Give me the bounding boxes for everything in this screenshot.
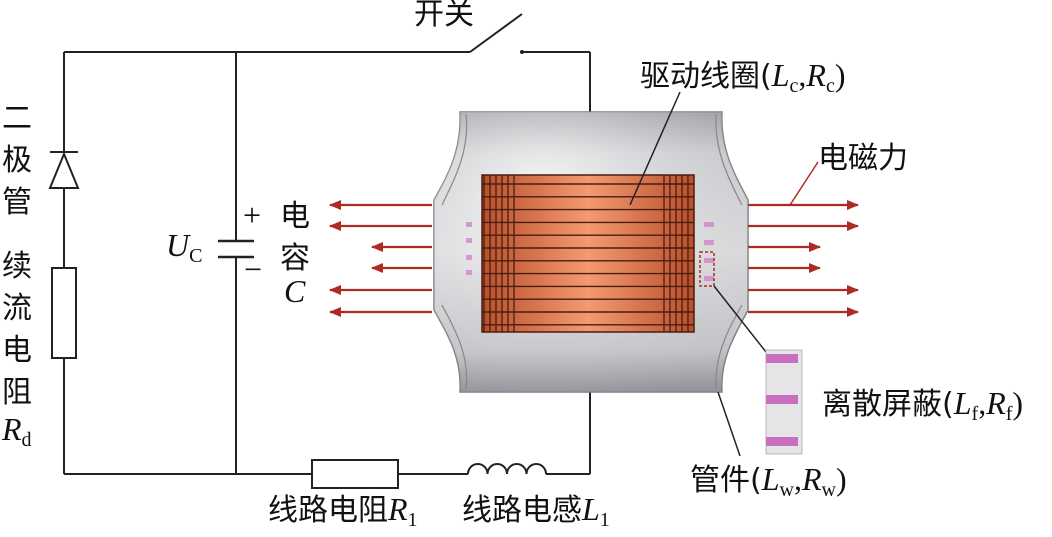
freewheel-label-char: 阻 (2, 375, 32, 410)
em-force-arrows (329, 200, 859, 317)
shield-marks-tube (466, 222, 714, 281)
cap-minus-sign: − (244, 251, 263, 287)
tube-label: 管件(Lw,Rw) (690, 461, 847, 501)
shield-segment (766, 395, 798, 404)
drive-coil (481, 174, 695, 333)
switch-label: 开关 (414, 0, 474, 32)
diode-label-char: 极 (2, 143, 32, 178)
line-inductance-label: 线路电感L1 (462, 491, 610, 531)
shield-inset (765, 349, 803, 455)
freewheel-label-char: 续 (2, 249, 32, 284)
shield-segment (766, 354, 798, 363)
uc-label: UC (166, 227, 203, 267)
capacitor-label: 电容 (278, 196, 312, 280)
coil-leader-line (629, 91, 681, 206)
cap-c-label: C (284, 273, 306, 309)
circuit-wires (63, 13, 591, 475)
force-leader-line (789, 161, 819, 206)
tube-leader-line (717, 391, 741, 457)
shield-leader-line (713, 285, 767, 353)
line-resistor (311, 459, 399, 489)
line-inductor (467, 463, 547, 475)
freewheel-label-char: 流 (2, 291, 32, 326)
discrete-shield-label: 离散屏蔽(Lf,Rf) (822, 385, 1024, 425)
cap-plus-sign: + (243, 197, 262, 233)
diode-symbol (48, 151, 80, 189)
diode-label-char: 管 (2, 185, 32, 220)
freewheel-label-char: 电 (2, 333, 32, 368)
shield-segment (766, 437, 798, 446)
capacitor-symbol (218, 239, 254, 259)
freewheel-resistor (51, 267, 77, 359)
coil-end-windings (483, 175, 689, 332)
capacitor-label-char: 电 (280, 199, 310, 234)
shield-highlight-box (699, 251, 715, 287)
freewheel-resistor-label: 续流电阻 (0, 246, 34, 414)
coil-body (481, 174, 695, 333)
capacitor-label-char: 容 (280, 241, 310, 276)
diode-label: 二极管 (0, 98, 34, 224)
switch-blade (469, 13, 523, 53)
rd-label: Rd (2, 411, 32, 451)
switch-contact (520, 50, 524, 54)
drive-coil-label: 驱动线圈(Lc,Rc) (640, 57, 846, 97)
coil-turns (482, 183, 694, 326)
diode-label-char: 二 (2, 101, 32, 136)
em-force-label: 电磁力 (818, 141, 908, 176)
line-resistance-label: 线路电阻R1 (268, 491, 418, 531)
